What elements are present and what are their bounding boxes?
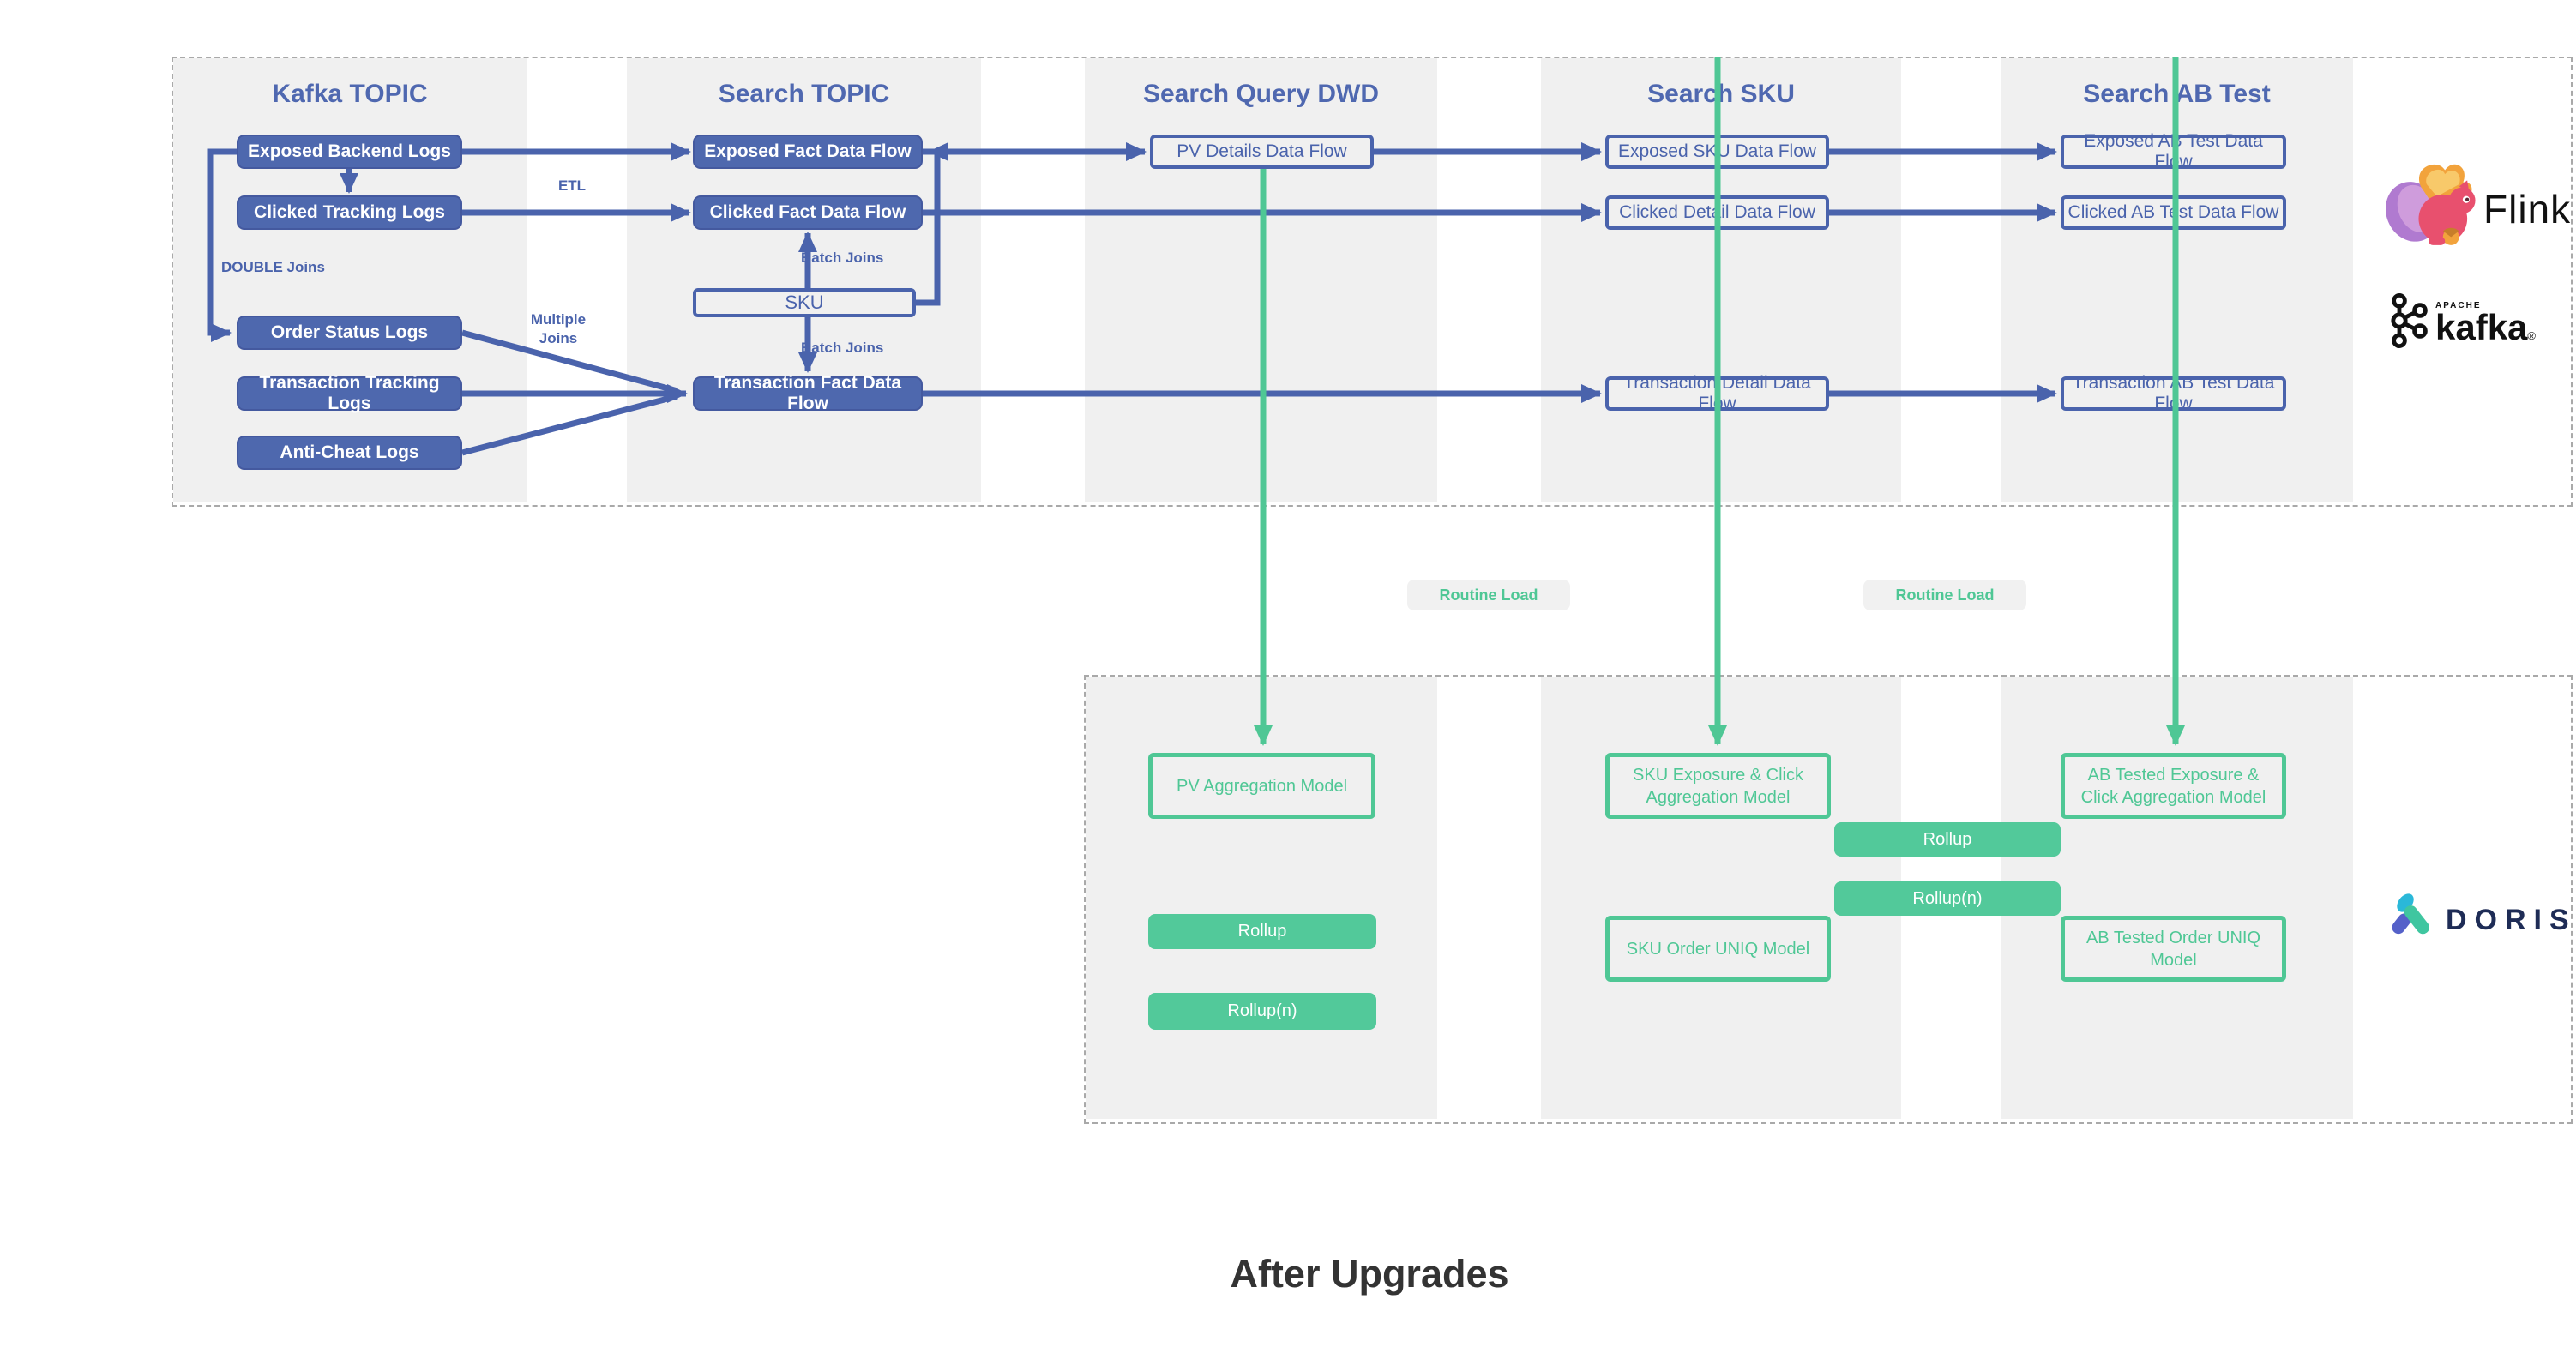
column-band-search-sku [1541,58,1901,502]
doris-logo: DORIS [2391,892,2576,949]
doris-icon [2391,892,2434,949]
header-search-ab-test: Search AB Test [2083,80,2271,108]
doris-wordmark: DORIS [2446,904,2576,936]
kafka-icon [2389,290,2430,356]
node-exposed-fact-data-flow: Exposed Fact Data Flow [693,135,923,169]
node-anti-cheat-logs: Anti-Cheat Logs [237,436,462,470]
node-sku: SKU [693,288,916,317]
label-multiple-joins: Multiple Joins [530,311,587,346]
node-ab-order-uniq-model: AB Tested Order UNIQ Model [2061,916,2286,982]
flink-logo: Flink [2382,156,2571,262]
node-order-status-logs: Order Status Logs [237,316,462,350]
doris-band-query-dwd [1086,677,1437,1119]
node-sku-aggregation-model: SKU Exposure & Click Aggregation Model [1605,753,1831,819]
node-rollup-mid: Rollup [1834,822,2061,857]
node-exposed-ab-test-data-flow: Exposed AB Test Data Flow [2061,131,2286,171]
node-rollup-n-left: Rollup(n) [1148,993,1376,1030]
routine-load-right: Routine Load [1863,580,2026,610]
flink-wordmark: Flink [2483,186,2572,232]
node-rollup-n-mid: Rollup(n) [1834,881,2061,916]
label-batch-joins-upper: Batch Joins [801,250,884,266]
node-clicked-ab-test-data-flow: Clicked AB Test Data Flow [2061,195,2286,230]
kafka-apache-label: APACHE [2435,301,2482,310]
column-band-search-topic [627,58,981,502]
node-transaction-ab-test-data-flow: Transaction AB Test Data Flow [2061,373,2286,413]
node-ab-aggregation-model: AB Tested Exposure & Click Aggregation M… [2061,753,2286,819]
header-search-topic: Search TOPIC [718,80,890,108]
header-kafka-topic: Kafka TOPIC [272,80,428,108]
node-rollup-left: Rollup [1148,914,1376,949]
routine-load-left: Routine Load [1407,580,1570,610]
label-double-joins: DOUBLE Joins [221,259,325,275]
kafka-wordmark: kafka [2435,307,2528,347]
node-exposed-sku-data-flow: Exposed SKU Data Flow [1605,135,1829,169]
node-clicked-fact-data-flow: Clicked Fact Data Flow [693,195,923,230]
kafka-registered-mark: ® [2527,329,2537,342]
node-pv-details-data-flow: PV Details Data Flow [1150,135,1374,169]
header-search-sku: Search SKU [1647,80,1795,108]
page-title: After Upgrades [1230,1252,1509,1296]
node-clicked-detail-data-flow: Clicked Detail Data Flow [1605,195,1829,230]
column-band-search-ab-test [2001,58,2353,502]
node-exposed-backend-logs: Exposed Backend Logs [237,135,462,169]
node-clicked-tracking-logs: Clicked Tracking Logs [237,195,462,230]
flink-squirrel-icon [2382,156,2483,262]
label-etl: ETL [557,177,587,194]
column-band-search-query-dwd [1085,58,1437,502]
label-batch-joins-lower: Batch Joins [801,340,884,356]
header-search-query-dwd: Search Query DWD [1142,80,1380,108]
node-transaction-fact-data-flow: Transaction Fact Data Flow [693,373,923,413]
node-transaction-tracking-logs: Transaction Tracking Logs [237,373,462,413]
node-sku-order-uniq-model: SKU Order UNIQ Model [1605,916,1831,982]
node-pv-aggregation-model: PV Aggregation Model [1148,753,1375,819]
node-transaction-detail-data-flow: Transaction Detail Data Flow [1605,373,1829,413]
